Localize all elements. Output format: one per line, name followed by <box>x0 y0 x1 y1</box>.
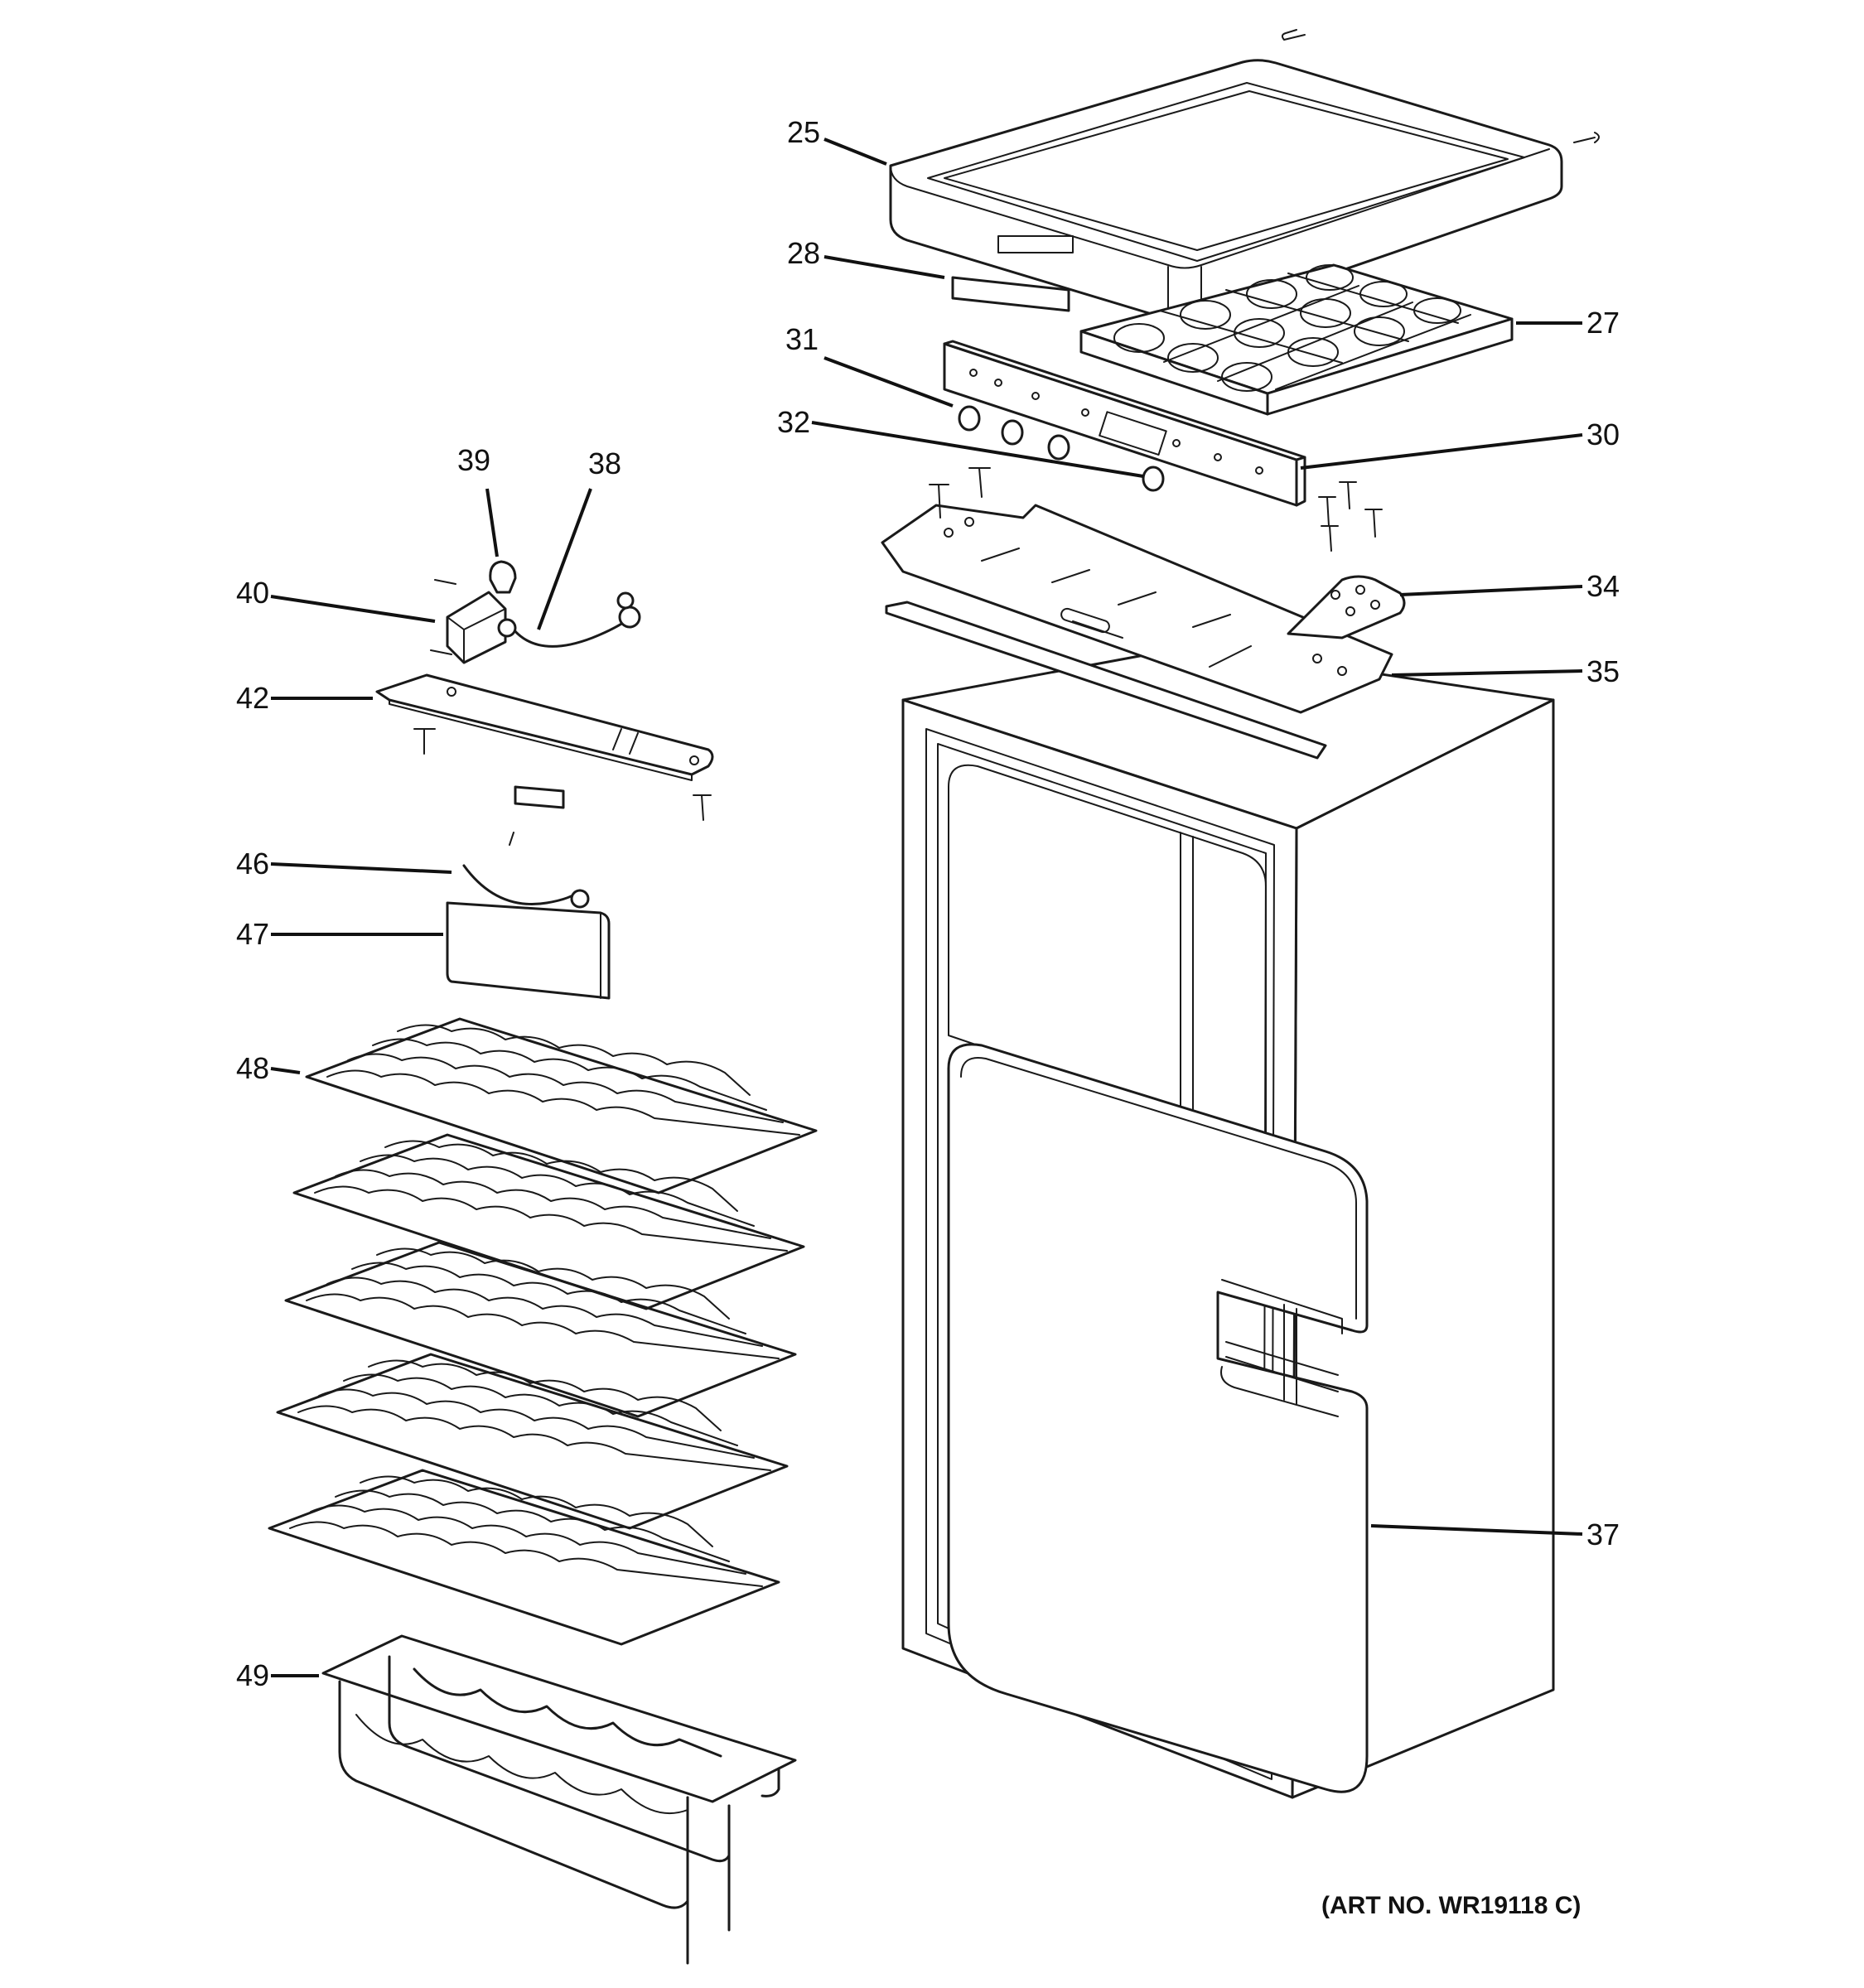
wire-shelf-1 <box>305 1017 818 1194</box>
mounting-bracket <box>881 467 1393 760</box>
wire-shelf-2 <box>292 1133 805 1310</box>
leader-lines <box>270 138 1583 1677</box>
callout-49: 49 <box>236 1658 269 1692</box>
callout-38: 38 <box>588 446 621 480</box>
callout-47: 47 <box>236 917 269 951</box>
wire-harness-light <box>497 591 641 648</box>
light-socket-bracket <box>430 579 507 664</box>
callout-labels: 25 28 27 31 32 30 39 38 40 34 35 42 46 4… <box>236 115 1620 1692</box>
wire-harness-sensor <box>462 864 590 909</box>
callout-46: 46 <box>236 847 269 881</box>
wire-shelf-4 <box>276 1353 789 1530</box>
control-panel <box>943 340 1306 507</box>
light-bulb <box>489 560 517 594</box>
door-hinge <box>1287 575 1406 639</box>
callout-27: 27 <box>1586 306 1620 340</box>
control-knobs <box>958 405 1165 492</box>
light-switch <box>509 785 565 846</box>
callout-37: 37 <box>1586 1518 1620 1551</box>
cabinet-body <box>901 644 1555 1799</box>
callout-40: 40 <box>236 576 269 610</box>
callout-25: 25 <box>787 115 820 149</box>
wire-shelf-3 <box>284 1241 797 1418</box>
art-number: (ART NO. WR19118 C) <box>1321 1892 1581 1919</box>
callout-28: 28 <box>787 236 820 270</box>
callout-39: 39 <box>457 443 490 477</box>
sensor-cover <box>446 901 611 1000</box>
bottom-rack <box>321 1634 797 1965</box>
callout-30: 30 <box>1586 417 1620 451</box>
callout-48: 48 <box>236 1051 269 1085</box>
wire-shelf-5 <box>268 1469 780 1646</box>
callout-32: 32 <box>777 405 810 439</box>
top-cover <box>889 29 1600 323</box>
label-panel <box>951 276 1070 312</box>
callout-34: 34 <box>1586 569 1620 603</box>
callout-31: 31 <box>785 322 819 356</box>
callout-35: 35 <box>1586 654 1620 688</box>
wire-shelves <box>268 1017 818 1646</box>
grille-insert <box>1079 263 1514 416</box>
callout-42: 42 <box>236 681 269 715</box>
light-cover <box>375 673 714 821</box>
